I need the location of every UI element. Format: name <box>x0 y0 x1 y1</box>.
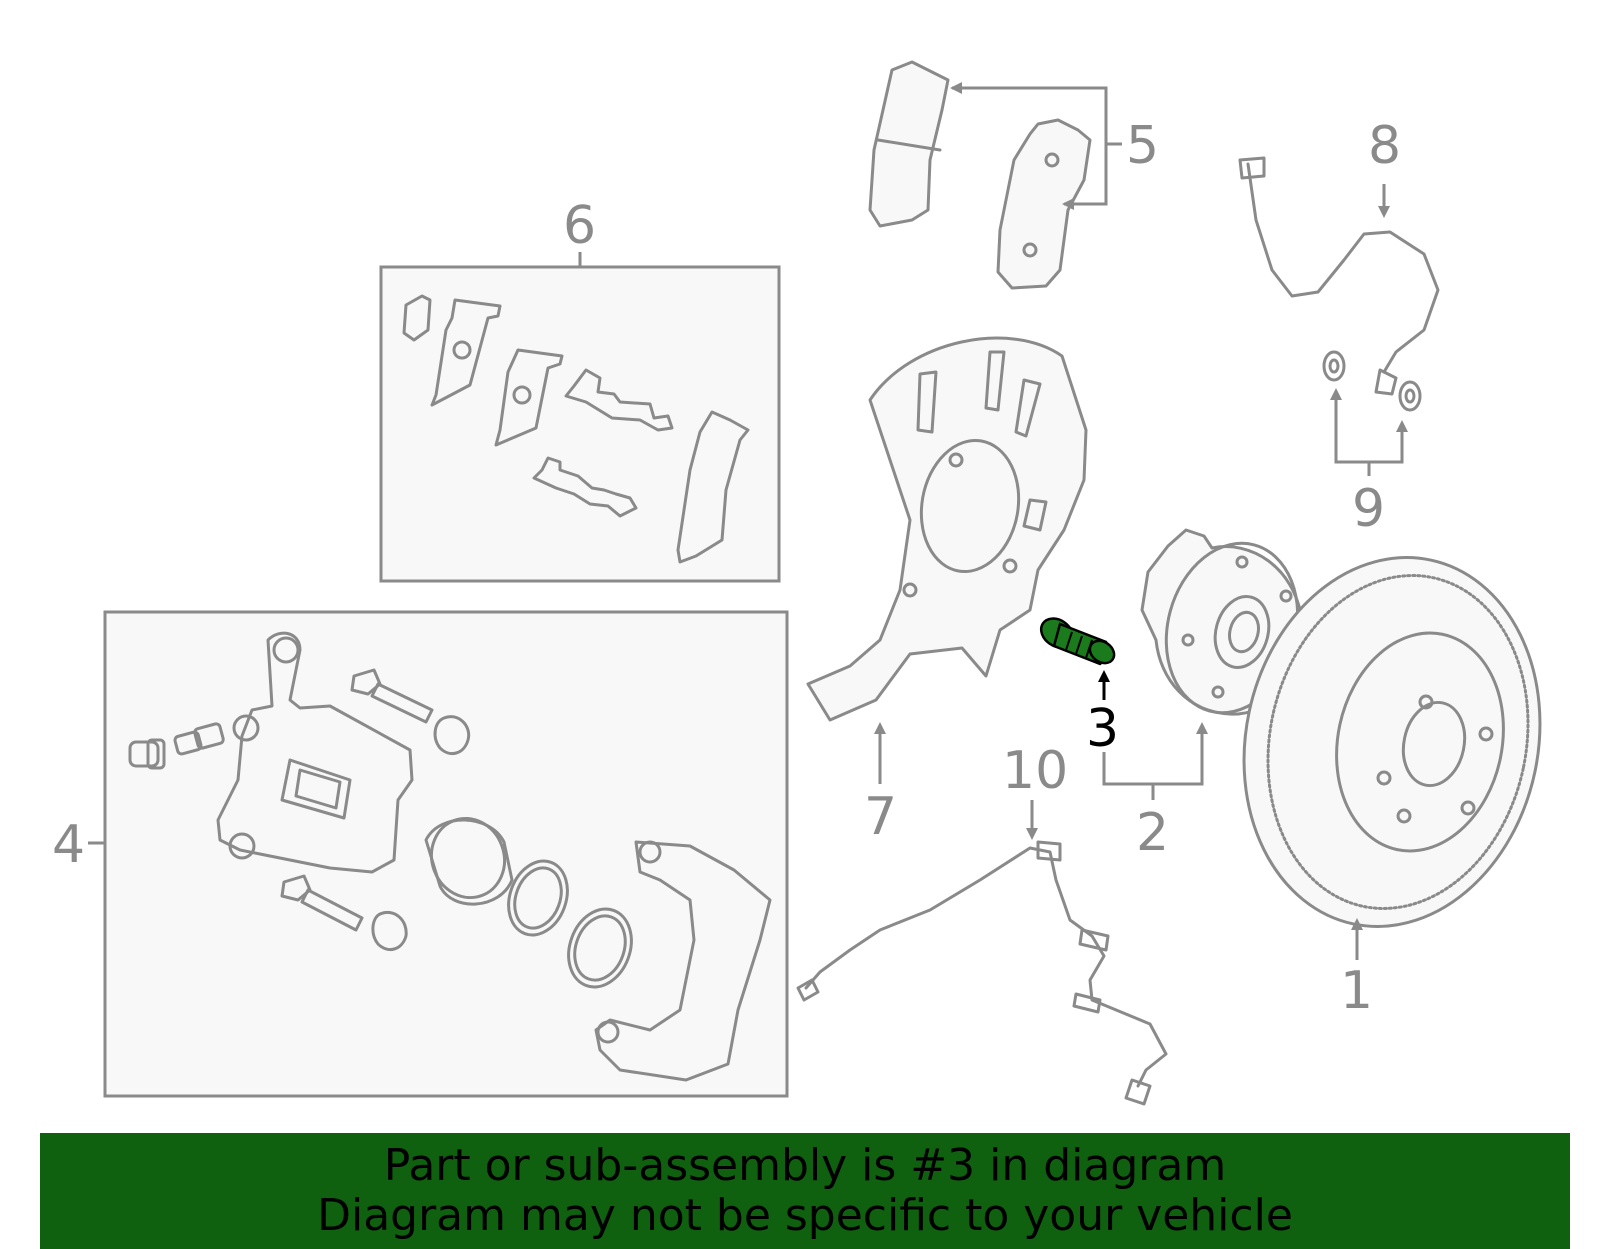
callout-1: 1 <box>1340 961 1373 1021</box>
hardware-kit-group: 6 <box>379 196 781 583</box>
callout-9: 9 <box>1352 479 1385 539</box>
banner-line-2: Diagram may not be specific to your vehi… <box>317 1190 1293 1241</box>
callout-7: 7 <box>864 787 897 847</box>
banner-line-1: Part or sub-assembly is #3 in diagram <box>383 1140 1227 1191</box>
callout-8: 8 <box>1368 116 1401 176</box>
washers-group: 9 <box>1322 350 1422 539</box>
abs-sensor-group: 10 <box>796 741 1168 1106</box>
callout-6: 6 <box>563 196 596 256</box>
brake-pads-group: 5 <box>868 60 1159 290</box>
callout-3: 3 <box>1086 699 1119 759</box>
wheel-stud-part <box>1039 617 1116 666</box>
dust-shield-group: 7 <box>806 336 1088 847</box>
hardware-kit-box <box>379 265 781 583</box>
brake-hose-group: 8 <box>1238 116 1440 396</box>
callout-10: 10 <box>1002 741 1068 801</box>
wheel-stud-group: 3 <box>1039 617 1119 759</box>
info-banner: Part or sub-assembly is #3 in diagram Di… <box>40 1133 1570 1249</box>
callout-2: 2 <box>1136 803 1169 863</box>
brake-rotor-group: 1 <box>1242 556 1542 1021</box>
caliper-assembly-group: 4 <box>52 610 789 1098</box>
callout-4: 4 <box>52 815 85 875</box>
callout-5: 5 <box>1126 116 1159 176</box>
